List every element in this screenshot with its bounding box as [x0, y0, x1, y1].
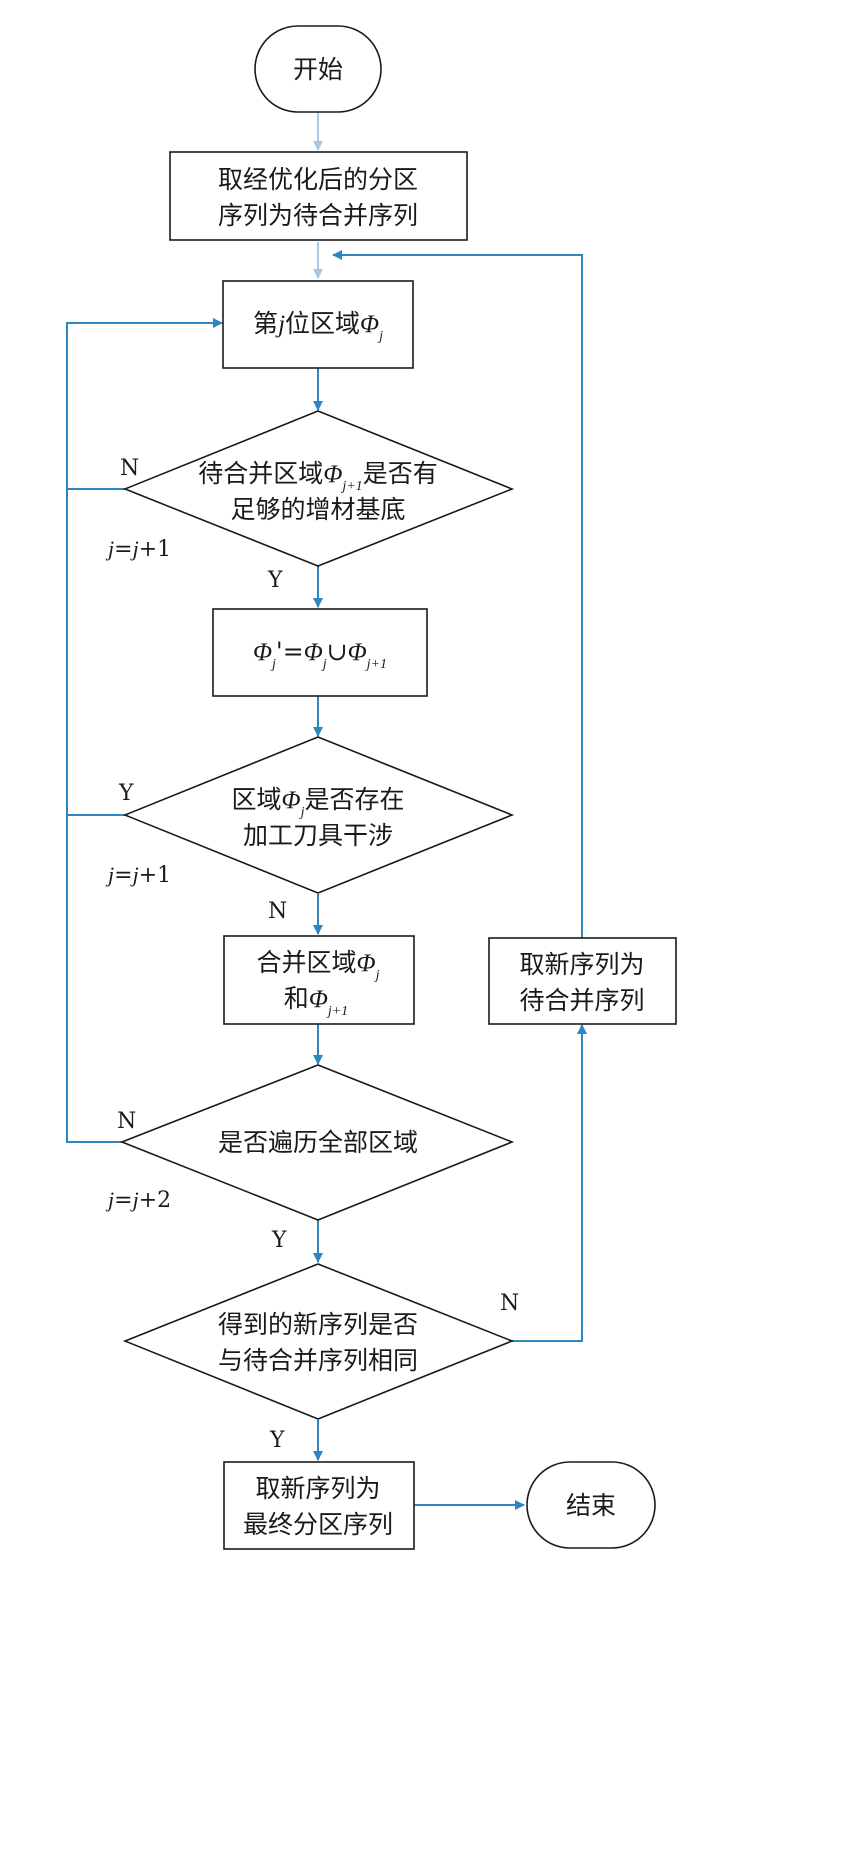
- start-label: 开始: [293, 55, 343, 84]
- take-final-box: [223, 1461, 415, 1550]
- edge-same-no-loop: [512, 1024, 587, 1342]
- take-optimized-line2: 序列为待合并序列: [218, 201, 418, 230]
- merge-line2: 和Φj+1: [284, 984, 348, 1019]
- take-optimized-box: [169, 151, 468, 241]
- label-base-yes: Y: [267, 568, 283, 593]
- region-j-label: 第j位区域Φj: [253, 309, 383, 344]
- decision-traverse-label: 是否遍历全部区域: [218, 1128, 418, 1157]
- decision-base-line2: 足够的增材基底: [230, 495, 405, 524]
- label-interference-yes: Y: [118, 781, 134, 806]
- edge-traverse-no-loop: [66, 489, 122, 1143]
- decision-same-line2: 与待合并序列相同: [218, 1346, 418, 1375]
- decision-interference-line2: 加工刀具干涉: [243, 821, 393, 850]
- decision-interference-line1: 区域Φj是否存在: [232, 785, 405, 820]
- decision-same-line1: 得到的新序列是否: [218, 1310, 418, 1339]
- decision-same-diamond: [122, 1263, 515, 1420]
- end-label: 结束: [566, 1491, 616, 1520]
- decision-interference-diamond: [122, 736, 515, 894]
- label-step-3: j=j+2: [105, 1187, 171, 1213]
- take-new-merge-line2: 待合并序列: [519, 986, 644, 1015]
- flowchart-canvas: 开始 取经优化后的分区 序列为待合并序列 第j位区域Φj 待合并区域Φj+1是否…: [66, 25, 677, 1550]
- decision-base-diamond: [122, 410, 515, 567]
- label-base-no: N: [120, 456, 139, 481]
- union-formula: Φj'=Φj∪Φj+1: [253, 637, 387, 672]
- take-final-line1: 取新序列为: [255, 1474, 380, 1503]
- label-traverse-no: N: [117, 1109, 136, 1134]
- decision-traverse-diamond: [119, 1064, 515, 1221]
- take-new-merge-box: [488, 937, 677, 1025]
- end-terminal: [526, 1461, 656, 1549]
- edge-new-merge-back: [332, 250, 583, 938]
- take-final-line2: 最终分区序列: [243, 1510, 393, 1539]
- region-j-box: [222, 280, 414, 369]
- take-optimized-line1: 取经优化后的分区: [218, 165, 418, 194]
- label-same-yes: Y: [269, 1428, 285, 1453]
- edge-base-no-loop: [66, 318, 223, 490]
- decision-base-line1: 待合并区域Φj+1是否有: [198, 459, 437, 494]
- label-traverse-yes: Y: [271, 1228, 287, 1253]
- label-same-no: N: [500, 1291, 519, 1316]
- merge-box: [223, 935, 415, 1025]
- take-new-merge-line1: 取新序列为: [519, 950, 644, 979]
- start-terminal: [254, 25, 382, 113]
- union-box: [212, 608, 428, 697]
- flowchart-diagram: 开始 取经优化后的分区 序列为待合并序列 第j位区域Φj 待合并区域Φj+1是否…: [66, 25, 677, 1550]
- label-interference-no: N: [268, 899, 287, 924]
- merge-line1: 合并区域Φj: [257, 948, 380, 983]
- label-step-1: j=j+1: [105, 536, 171, 562]
- label-step-2: j=j+1: [105, 862, 171, 888]
